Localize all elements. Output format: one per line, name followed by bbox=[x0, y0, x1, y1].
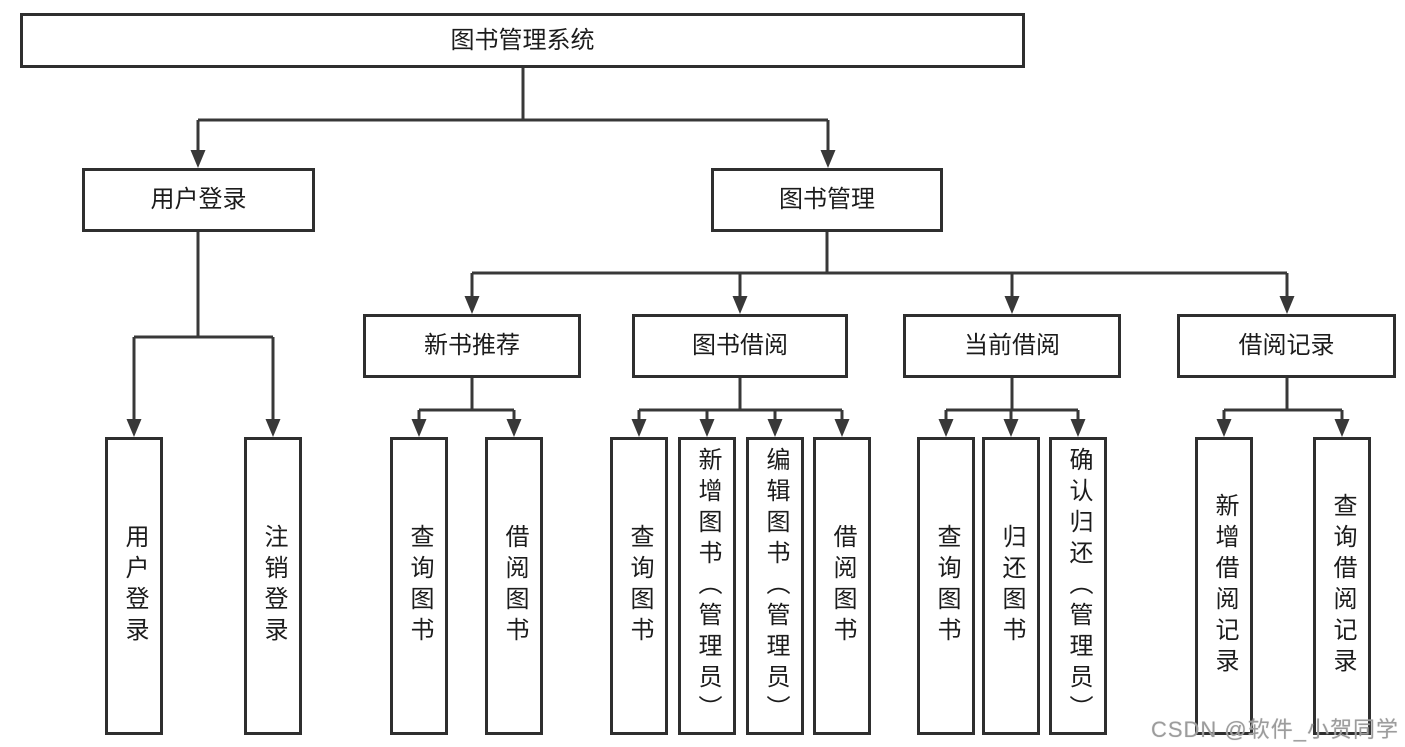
arrow-down-icon bbox=[411, 419, 427, 437]
leaf-borrow-books: 借阅图书 bbox=[813, 437, 871, 735]
arrow-down-icon bbox=[767, 419, 783, 437]
leaf-query-books-recommend: 查询图书 bbox=[390, 437, 448, 735]
arrow-down-icon bbox=[1334, 419, 1350, 437]
arrow-down-icon bbox=[1070, 419, 1086, 437]
node-current-borrow: 当前借阅 bbox=[903, 314, 1121, 378]
arrow-down-icon bbox=[820, 150, 836, 168]
connector-lines bbox=[132, 68, 1344, 419]
node-user-login: 用户登录 bbox=[82, 168, 315, 232]
arrow-down-icon bbox=[1004, 296, 1020, 314]
leaf-query-borrow-record: 查询借阅记录 bbox=[1313, 437, 1371, 735]
leaf-query-books-borrow: 查询图书 bbox=[610, 437, 668, 735]
leaf-borrow-books-recommend: 借阅图书 bbox=[485, 437, 543, 735]
arrow-down-icon bbox=[506, 419, 522, 437]
arrow-down-icon bbox=[265, 419, 281, 437]
leaf-logout: 注销登录 bbox=[244, 437, 302, 735]
leaf-confirm-return-admin: 确认归还（管理员） bbox=[1049, 437, 1107, 735]
arrow-down-icon bbox=[1216, 419, 1232, 437]
csdn-watermark: CSDN @软件_小贺同学 bbox=[1150, 717, 1399, 742]
arrow-down-icon bbox=[464, 296, 480, 314]
arrow-down-icon bbox=[126, 419, 142, 437]
arrowhead-icons bbox=[126, 150, 1350, 437]
node-root-system: 图书管理系统 bbox=[20, 13, 1025, 68]
node-borrow-records: 借阅记录 bbox=[1177, 314, 1396, 378]
arrow-down-icon bbox=[1003, 419, 1019, 437]
arrow-down-icon bbox=[732, 296, 748, 314]
leaf-user-login: 用户登录 bbox=[105, 437, 163, 735]
arrow-down-icon bbox=[834, 419, 850, 437]
arrow-down-icon bbox=[938, 419, 954, 437]
leaf-return-books: 归还图书 bbox=[982, 437, 1040, 735]
node-book-management: 图书管理 bbox=[711, 168, 943, 232]
arrow-down-icon bbox=[1279, 296, 1295, 314]
arrow-down-icon bbox=[699, 419, 715, 437]
leaf-query-books-current: 查询图书 bbox=[917, 437, 975, 735]
leaf-add-borrow-record: 新增借阅记录 bbox=[1195, 437, 1253, 735]
arrow-down-icon bbox=[190, 150, 206, 168]
node-book-borrow: 图书借阅 bbox=[632, 314, 848, 378]
leaf-add-book-admin: 新增图书（管理员） bbox=[678, 437, 736, 735]
node-new-book-recommend: 新书推荐 bbox=[363, 314, 581, 378]
leaf-edit-book-admin: 编辑图书（管理员） bbox=[746, 437, 804, 735]
arrow-down-icon bbox=[631, 419, 647, 437]
